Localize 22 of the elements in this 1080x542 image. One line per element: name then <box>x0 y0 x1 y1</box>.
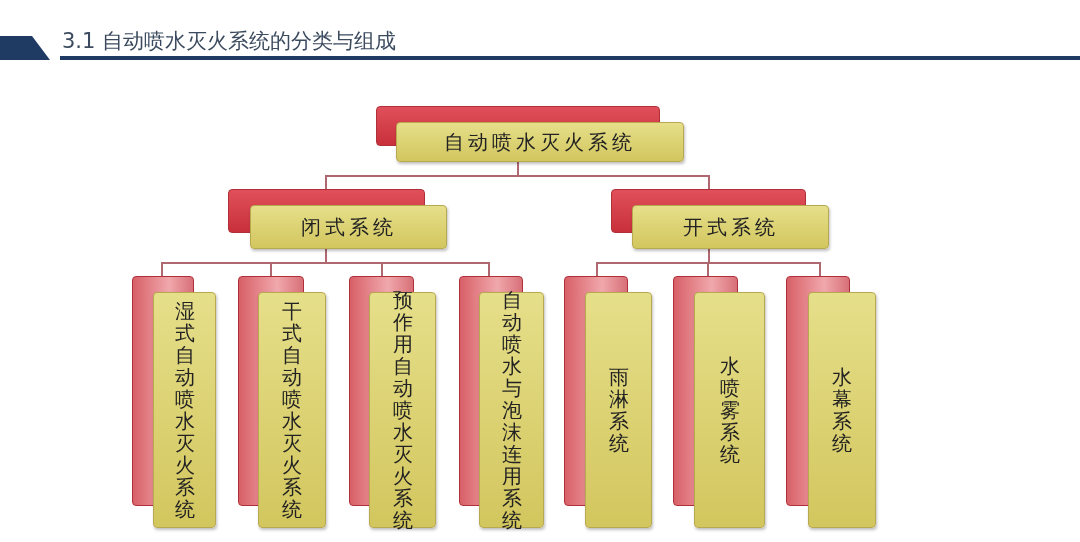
slide-title: 3.1 自动喷水灭火系统的分类与组成 <box>62 28 397 55</box>
stacked-card <box>132 276 216 528</box>
stacked-card <box>673 276 765 528</box>
stacked-card <box>564 276 652 528</box>
stacked-card <box>786 276 876 528</box>
connector-line <box>708 248 821 277</box>
node-label: 干式自动喷水灭火系统 <box>282 300 302 520</box>
node-label: 水喷雾系统 <box>719 355 740 465</box>
stacked-card <box>459 276 544 528</box>
node-label: 预作用自动喷水灭火系统 <box>392 289 413 531</box>
stacked-card <box>228 189 447 249</box>
stacked-card <box>611 189 829 249</box>
node-label: 闭式系统 <box>300 213 397 241</box>
node-label: 水幕系统 <box>832 366 852 454</box>
node-label: 雨淋系统 <box>608 366 629 454</box>
node-label: 开式系统 <box>682 213 779 241</box>
node-label: 湿式自动喷水灭火系统 <box>174 300 195 520</box>
stacked-card <box>349 276 436 528</box>
stacked-card <box>376 106 684 162</box>
node-label: 自动喷水与泡沫连用系统 <box>501 289 522 531</box>
stacked-card <box>238 276 326 528</box>
node-label: 自动喷水灭火系统 <box>444 128 636 156</box>
